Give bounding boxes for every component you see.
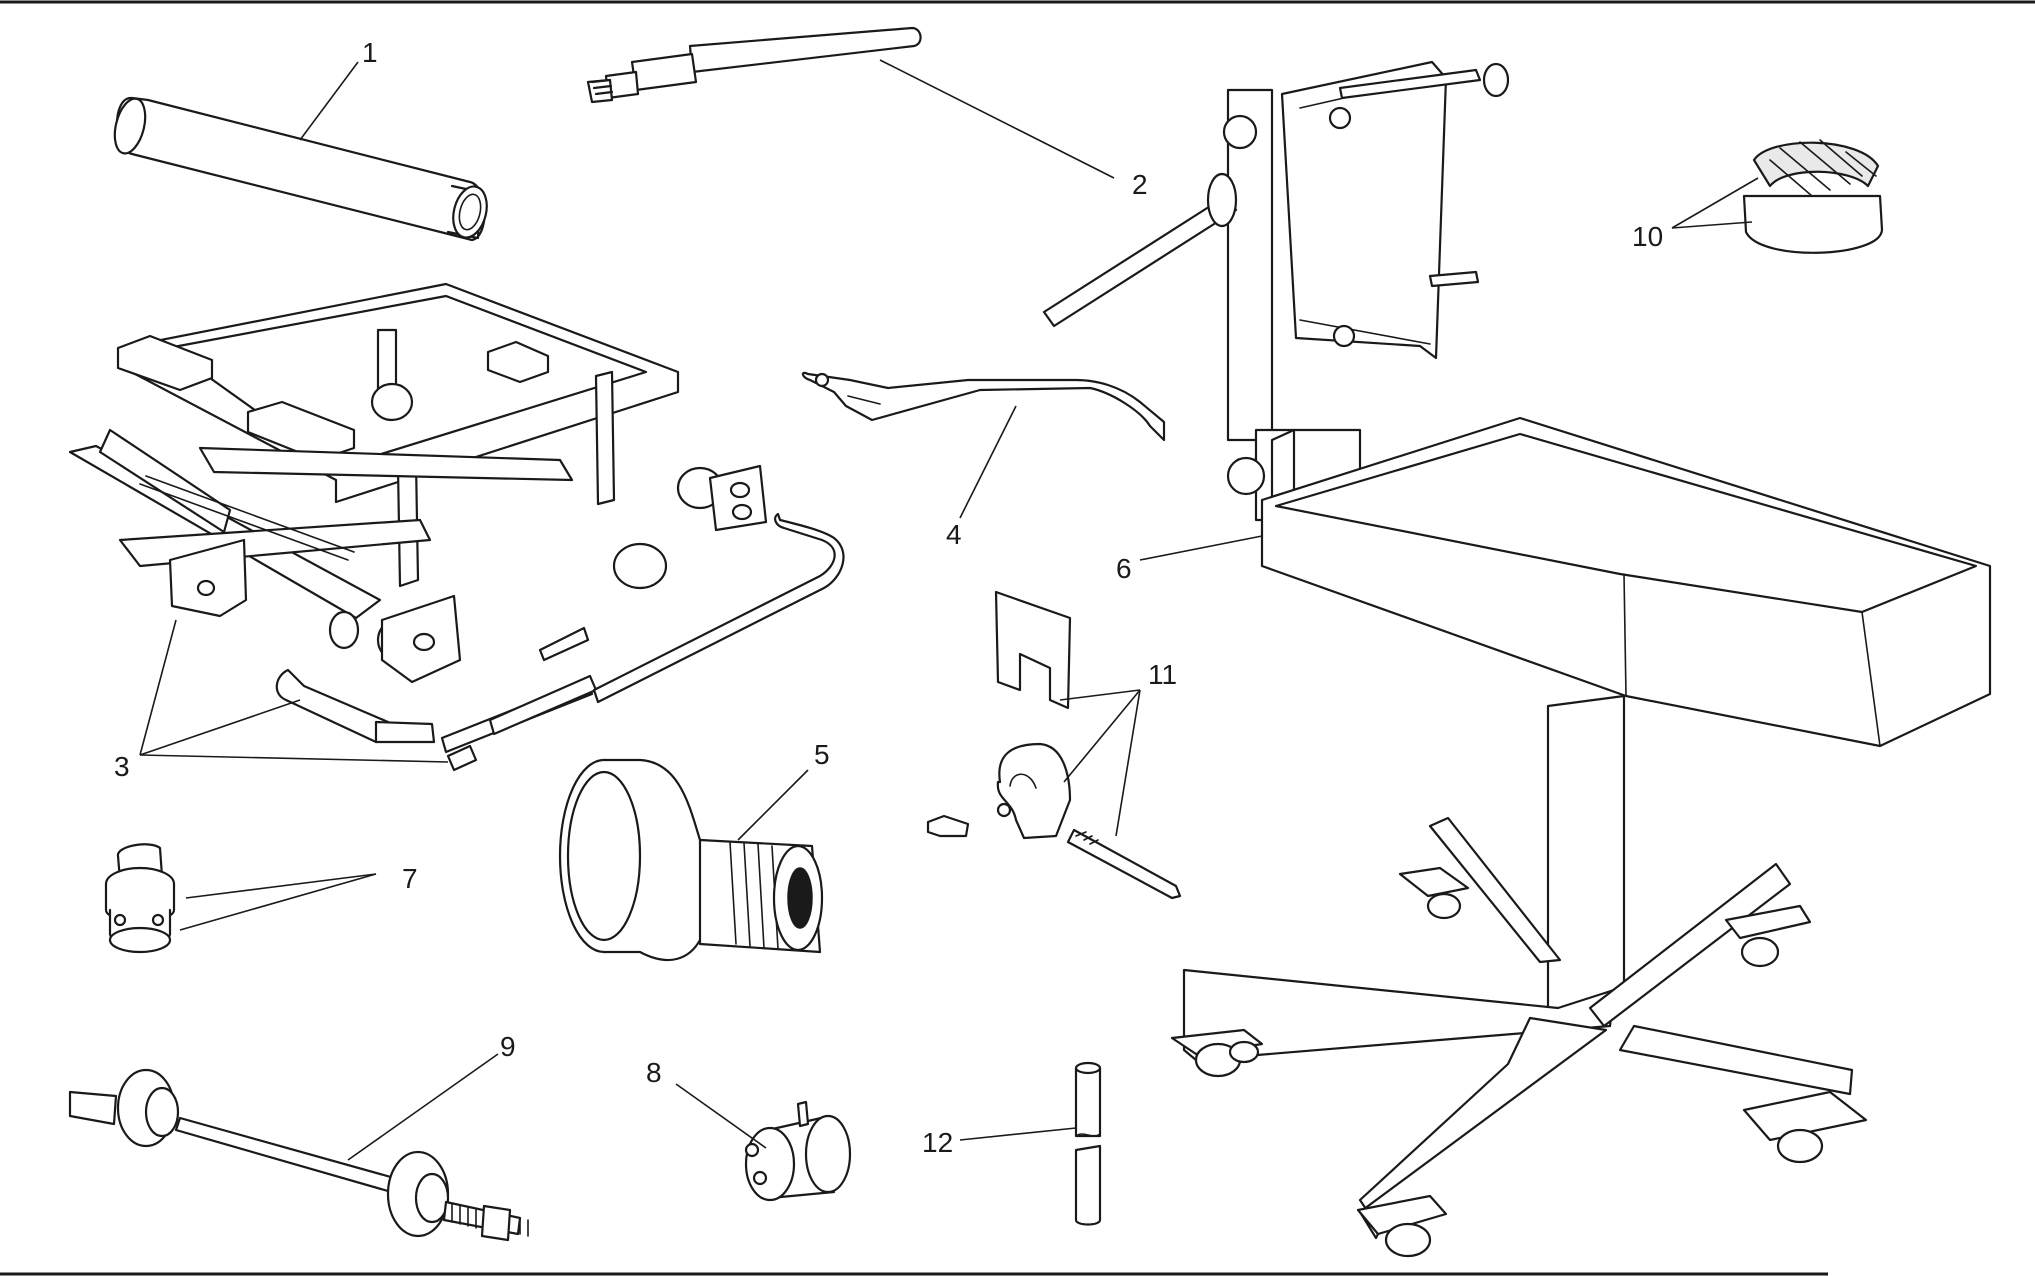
- leader-lines: [139, 59, 1759, 1161]
- part-2-rod: [586, 26, 922, 104]
- callout-labels: 1 2 3 4 5 6 7 8 9 10 11 12: [114, 37, 1663, 1158]
- callout-1: 1: [362, 37, 378, 68]
- callout-8: 8: [646, 1057, 662, 1088]
- callout-5: 5: [814, 739, 830, 770]
- part-10-bush: [1742, 139, 1884, 254]
- callout-4: 4: [946, 519, 962, 550]
- callout-7: 7: [402, 863, 418, 894]
- part-1-tube: [113, 96, 488, 242]
- callout-12: 12: [922, 1127, 953, 1158]
- part-12-pin: [1074, 1061, 1102, 1226]
- callout-3: 3: [114, 751, 130, 782]
- callout-9: 9: [500, 1031, 516, 1062]
- part-4-spanner: [801, 371, 1166, 442]
- callout-2: 2: [1132, 169, 1148, 200]
- part-8-collar: [744, 1100, 852, 1202]
- callout-10: 10: [1632, 221, 1663, 252]
- part-5-mandrel: [558, 758, 824, 962]
- part-7-fitting: [104, 843, 176, 954]
- part-9-puller: [68, 1068, 529, 1242]
- callout-11: 11: [1148, 659, 1177, 690]
- part-6-stand: [1042, 60, 1992, 1258]
- part-11-kit: [926, 590, 1182, 900]
- part-3-stand: [68, 282, 845, 772]
- callout-6: 6: [1116, 553, 1132, 584]
